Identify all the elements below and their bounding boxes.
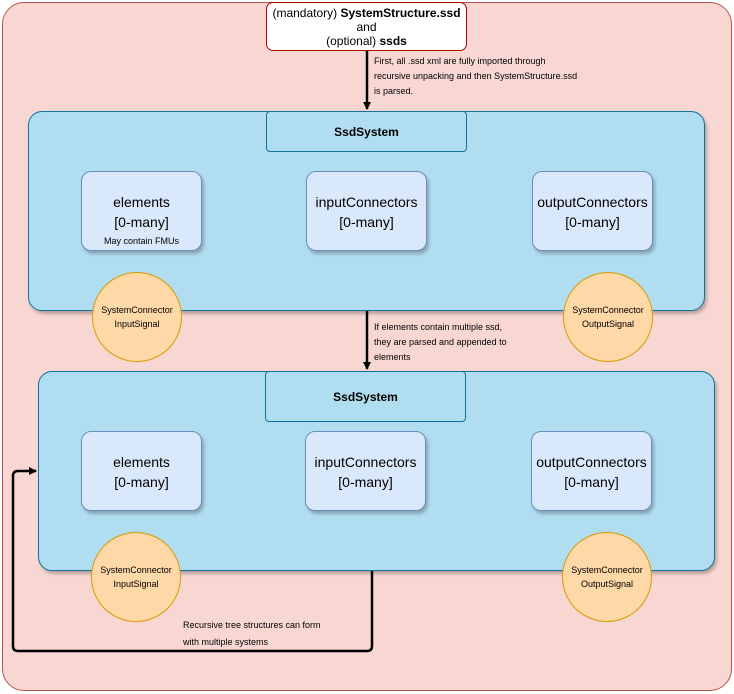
input-signal-line1: SystemConnector [101,305,173,315]
system-2-input-connectors: inputConnectors [0-many] [305,431,426,511]
system-2-output-signal: SystemConnector OutputSignal [562,532,652,622]
system-1-elements: elements [0-many] May contain FMUs [81,171,202,251]
system-1-input-connectors: inputConnectors [0-many] [306,171,427,251]
input-connectors-count: [0-many] [338,474,393,490]
elements-label: elements [113,454,170,470]
recursive-annotation-line2: with multiple systems [183,637,269,647]
elements-count: [0-many] [114,214,169,230]
system-1-output-connectors: outputConnectors [0-many] [532,171,653,251]
output-signal-line2: OutputSignal [580,579,634,589]
output-signal-line1: SystemConnector [572,305,644,315]
nested-annotation-line2: they are parsed and appended to [374,337,507,347]
elements-count: [0-many] [114,474,169,490]
elements-note: May contain FMUs [103,236,180,246]
output-connectors-count: [0-many] [564,474,619,490]
optional-prefix: (optional) [326,34,380,48]
input-signal-line2: InputSignal [114,319,160,329]
nested-annotation-line1: If elements contain multiple ssd, [374,322,503,332]
nested-annotation-line3: elements [374,352,411,362]
elements-label: elements [113,194,170,210]
output-signal-line2: OutputSignal [581,319,635,329]
input-connectors-label: inputConnectors [315,194,418,210]
output-connectors-label: outputConnectors [536,454,647,470]
import-annotation-line1: First, all .ssd xml are fully imported t… [374,56,546,66]
input-connectors-count: [0-many] [339,214,394,230]
system-1-output-signal: SystemConnector OutputSignal [563,272,653,362]
source-files-box: (mandatory) SystemStructure.ssd and (opt… [266,2,467,51]
ssd-system-2-title: SsdSystem [265,371,466,422]
input-signal-line1: SystemConnector [100,565,172,575]
import-annotation-line3: is parsed. [374,86,414,96]
recursive-annotation-line1: Recursive tree structures can form [183,620,321,630]
output-signal-line1: SystemConnector [571,565,643,575]
system-2-input-signal: SystemConnector InputSignal [91,532,181,622]
and-text: and [356,20,377,34]
system-2-output-connectors: outputConnectors [0-many] [531,431,652,511]
recursive-annotation: Recursive tree structures can form with … [183,617,321,651]
mandatory-prefix: (mandatory) [272,6,341,20]
ssd-system-1-title: SsdSystem [266,111,467,152]
import-annotation: First, all .ssd xml are fully imported t… [374,54,577,99]
input-signal-line2: InputSignal [113,579,159,589]
output-connectors-count: [0-many] [565,214,620,230]
nested-annotation: If elements contain multiple ssd, they a… [374,320,507,365]
input-connectors-label: inputConnectors [314,454,417,470]
system-2-elements: elements [0-many] [81,431,202,511]
ssds-file: ssds [379,34,407,48]
system-structure-file: SystemStructure.ssd [340,6,461,20]
output-connectors-label: outputConnectors [537,194,648,210]
import-annotation-line2: recursive unpacking and then SystemStruc… [374,71,578,81]
system-1-input-signal: SystemConnector InputSignal [92,272,182,362]
